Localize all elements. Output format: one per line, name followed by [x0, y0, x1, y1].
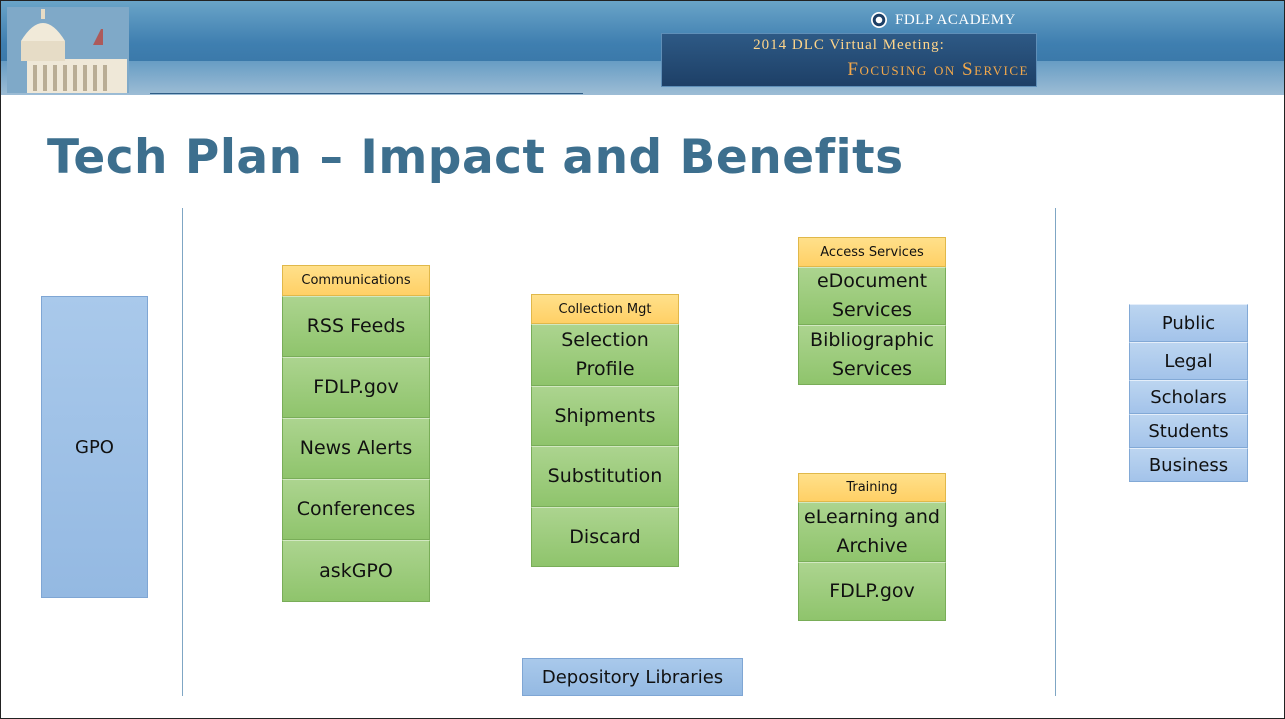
slide-title: Tech Plan – Impact and Benefits [47, 130, 904, 185]
academy-logo: FDLP ACADEMY [871, 9, 1016, 31]
training-item: FDLP.gov [798, 562, 946, 621]
gpo-box: GPO [41, 296, 148, 598]
banner-lower-band [1, 61, 1284, 95]
training-group: Training eLearning and Archive FDLP.gov [798, 473, 946, 621]
collection-item: Substitution [531, 446, 679, 507]
left-divider [182, 208, 183, 696]
meeting-theme: Focusing on Service [847, 59, 1029, 80]
training-header: Training [798, 473, 946, 502]
communications-item: askGPO [282, 540, 430, 602]
banner-divider [150, 93, 583, 94]
collection-header: Collection Mgt [531, 294, 679, 324]
collection-group: Collection Mgt Selection Profile Shipmen… [531, 294, 679, 567]
access-services-header: Access Services [798, 237, 946, 267]
training-item: eLearning and Archive [798, 502, 946, 562]
academy-label: FDLP ACADEMY [895, 11, 1016, 28]
communications-group: Communications RSS Feeds FDLP.gov News A… [282, 265, 430, 602]
communications-header: Communications [282, 265, 430, 296]
communications-item: News Alerts [282, 418, 430, 479]
capitol-image [7, 7, 129, 93]
meeting-badge [661, 33, 1037, 87]
communications-item: FDLP.gov [282, 357, 430, 418]
audience-item: Students [1129, 414, 1248, 448]
communications-item: Conferences [282, 479, 430, 540]
access-services-item: Bibliographic Services [798, 325, 946, 385]
collection-item: Selection Profile [531, 324, 679, 386]
right-divider [1055, 208, 1056, 696]
depository-libraries-label: Depository Libraries [541, 666, 724, 688]
header-banner: FDLP ACADEMY 2014 DLC Virtual Meeting: F… [1, 1, 1284, 95]
collection-item: Discard [531, 507, 679, 567]
academy-logo-icon [871, 12, 887, 28]
collection-item: Shipments [531, 386, 679, 446]
audience-item: Business [1129, 448, 1248, 482]
audience-item: Legal [1129, 342, 1248, 380]
access-services-group: Access Services eDocument Services Bibli… [798, 237, 946, 385]
communications-item: RSS Feeds [282, 296, 430, 357]
access-services-item: eDocument Services [798, 267, 946, 325]
audience-list: Public Legal Scholars Students Business [1129, 304, 1248, 482]
audience-item: Scholars [1129, 380, 1248, 414]
depository-libraries-box: Depository Libraries [522, 658, 743, 696]
gpo-label: GPO [75, 436, 114, 458]
audience-item: Public [1129, 304, 1248, 342]
meeting-title: 2014 DLC Virtual Meeting: [753, 37, 945, 53]
